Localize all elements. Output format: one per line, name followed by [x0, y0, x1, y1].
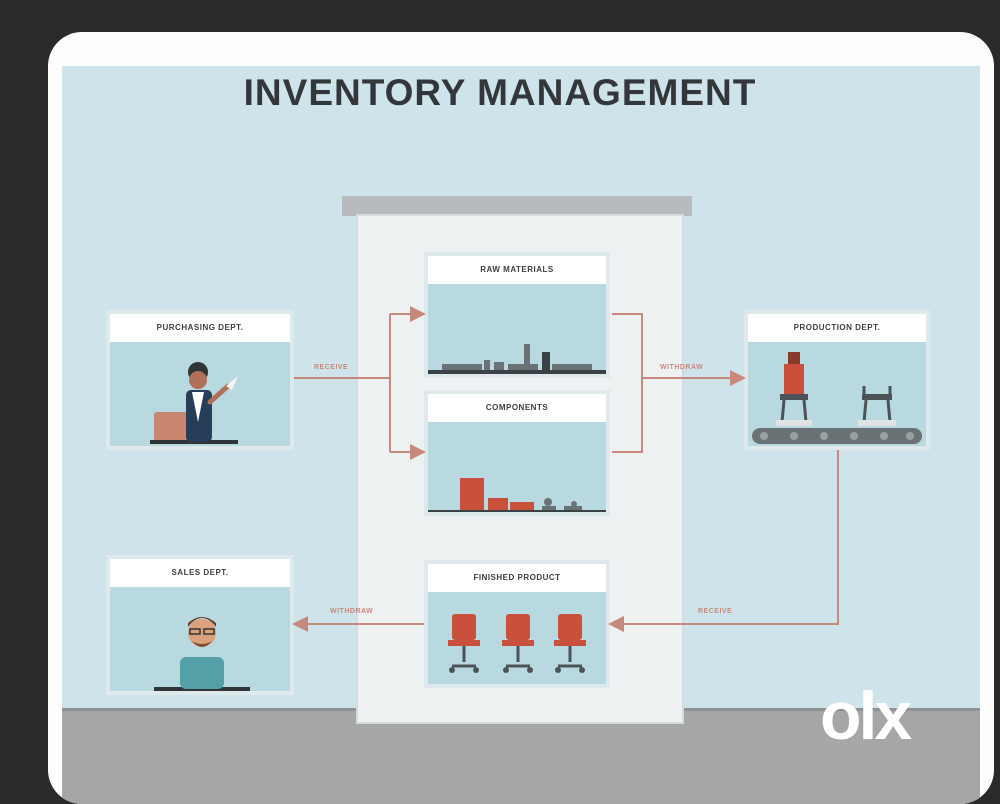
components-panel: COMPONENTS	[424, 390, 610, 516]
components-icon	[428, 478, 606, 512]
storage-shelf-top	[342, 196, 692, 216]
withdraw-to-sales-label: WITHDRAW	[330, 608, 374, 615]
purchaser-icon	[150, 362, 238, 444]
sales-dept-panel: SALES DEPT.	[106, 555, 294, 695]
finished-product-panel: FINISHED PRODUCT	[424, 560, 610, 688]
sales-dept-label: SALES DEPT.	[110, 559, 290, 587]
raw-materials-panel: RAW MATERIALS	[424, 252, 610, 378]
withdraw-label: WITHDRAW	[660, 364, 704, 371]
chair-icon	[448, 614, 480, 673]
finished-product-label: FINISHED PRODUCT	[428, 564, 606, 592]
raw-materials-label: RAW MATERIALS	[428, 256, 606, 284]
raw-materials-icon	[428, 344, 606, 374]
salesperson-icon	[154, 617, 250, 691]
to-finished-arrow	[608, 450, 839, 632]
components-label: COMPONENTS	[428, 394, 606, 422]
storage-merge	[612, 313, 643, 453]
olx-watermark: olx	[820, 678, 912, 754]
receive-label: RECEIVE	[314, 364, 349, 371]
floor	[62, 708, 980, 804]
purchasing-dept-panel: PURCHASING DEPT.	[106, 310, 294, 450]
diagram-title: INVENTORY MANAGEMENT	[243, 72, 757, 113]
receive-finished-label: RECEIVE	[698, 608, 733, 615]
production-dept-panel: PRODUCTION DEPT.	[744, 310, 930, 450]
production-dept-label: PRODUCTION DEPT.	[748, 314, 926, 342]
finished-chairs-icon	[448, 614, 586, 673]
production-line-icon	[752, 352, 922, 444]
purchasing-dept-label: PURCHASING DEPT.	[110, 314, 290, 342]
